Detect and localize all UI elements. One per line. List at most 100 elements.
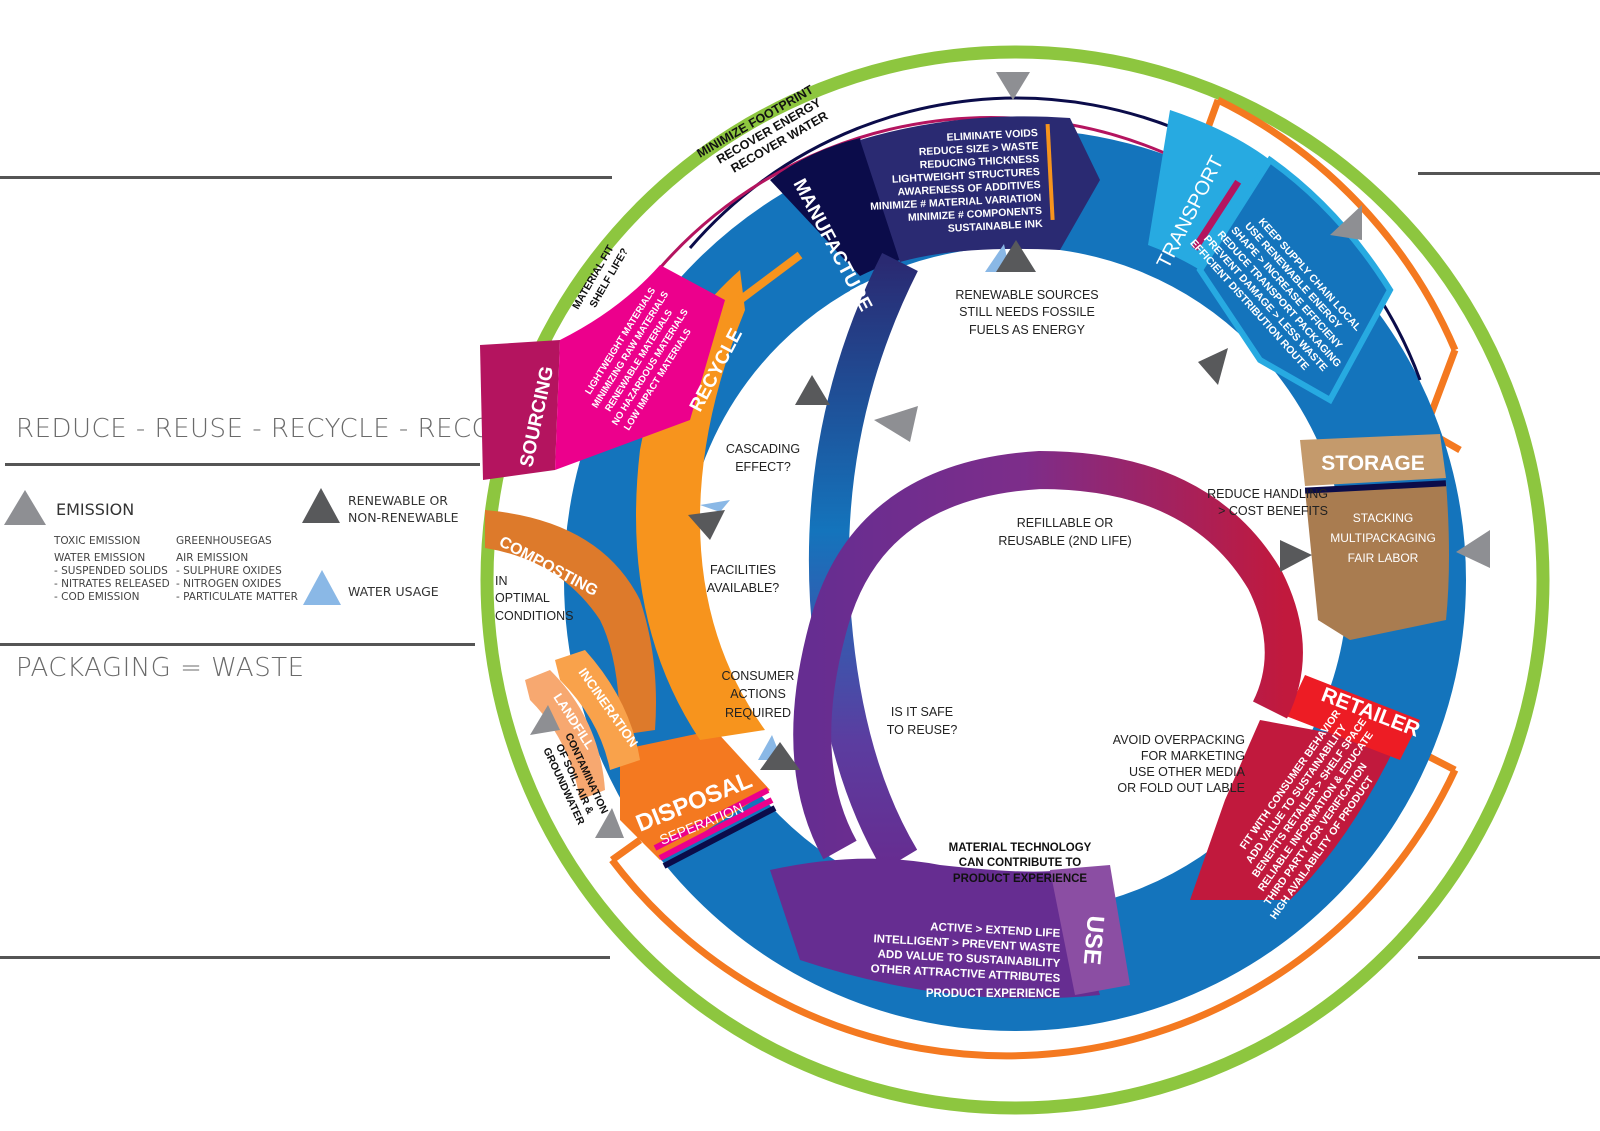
legend-renewable-label: RENEWABLE OR NON-RENEWABLE	[348, 492, 459, 526]
note-line: IN	[495, 574, 508, 588]
legend-text: RENEWABLE OR	[348, 493, 448, 508]
rule-bottom-left	[0, 956, 610, 959]
manufacture-block	[770, 138, 900, 276]
annotation-line: RENEWABLE SOURCES	[955, 288, 1098, 302]
annotation-line: USE OTHER MEDIA	[1129, 765, 1246, 779]
renewable-triangle-icon	[302, 488, 340, 523]
use-block	[770, 858, 1100, 999]
storage-divider	[1304, 480, 1447, 494]
annotation-line: MATERIAL TECHNOLOGY	[949, 842, 1092, 854]
annotation-line: FACILITIES	[710, 563, 776, 577]
annotation-line: AVAILABLE?	[707, 581, 780, 595]
annotation-line: AVOID OVERPACKING	[1113, 733, 1245, 747]
storage-header	[1300, 434, 1446, 486]
annotation-line: FUELS AS ENERGY	[969, 323, 1086, 337]
legend-text: - NITROGEN OXIDES	[176, 578, 282, 590]
rule-mid-2	[0, 643, 475, 646]
magenta-track-line	[658, 116, 1181, 269]
storage-item: FAIR LABOR	[1348, 551, 1419, 565]
renewable-triangle-recycle	[795, 375, 830, 405]
retailer-body	[1190, 720, 1396, 900]
annotation-renewable-sources: RENEWABLE SOURCES STILL NEEDS FOSSILE FU…	[955, 288, 1098, 337]
incineration-arrow	[555, 650, 640, 770]
use-item: PRODUCT EXPERIENCE	[926, 988, 1061, 1000]
legend-text: - NITRATES RELEASED	[54, 578, 170, 590]
storage-item: MULTIPACKAGING	[1330, 531, 1436, 545]
legend-text: - SUSPENDED SOLIDS	[54, 565, 168, 577]
manufacture-items-block	[860, 116, 1100, 262]
rule-mid-1	[5, 463, 480, 466]
heading-packaging-waste: PACKAGING = WASTE	[16, 653, 305, 683]
emission-triangle-landfill	[530, 705, 560, 735]
composting-arrow	[485, 510, 656, 735]
annotation-line: IS IT SAFE	[891, 705, 953, 719]
annotation-line: REFILLABLE OR	[1017, 516, 1114, 530]
annotation-consumer-actions: CONSUMER ACTIONS REQUIRED	[722, 669, 795, 720]
legend-text: AIR EMISSION	[176, 552, 249, 564]
recycle-connector	[737, 251, 803, 304]
renewable-triangle-manufacture	[996, 240, 1036, 272]
legend-water-label: WATER USAGE	[348, 584, 439, 599]
transport-bar	[1191, 179, 1242, 251]
annotation-line: > COST BENEFITS	[1218, 504, 1328, 518]
storage-items: STACKING MULTIPACKAGING FAIR LABOR	[1330, 511, 1436, 565]
annotation-reduce-handling: REDUCE HANDLING > COST BENEFITS	[1207, 487, 1328, 518]
emission-triangle-top	[996, 72, 1030, 100]
emission-triangle-transport	[1330, 205, 1362, 240]
water-triangle-facilities	[700, 500, 730, 512]
legend-text: GREENHOUSEGAS	[176, 535, 272, 547]
storage-label: STORAGE	[1321, 452, 1424, 475]
storage-body	[1305, 482, 1449, 640]
annotation-line: REUSABLE (2ND LIFE)	[998, 534, 1131, 548]
renewable-triangle-transport	[1198, 348, 1228, 385]
annotation-line: TO REUSE?	[887, 723, 958, 737]
annotation-line: REQUIRED	[725, 706, 791, 720]
manufacture-item: ELIMINATE VOIDS	[946, 127, 1038, 144]
legend-text: - SULPHURE OXIDES	[176, 565, 282, 577]
disposal-block	[620, 730, 770, 860]
renewable-triangle-storage	[1280, 540, 1312, 572]
legend-emission-label: EMISSION	[56, 500, 135, 519]
annotation-facilities: FACILITIES AVAILABLE?	[707, 563, 780, 595]
inner-reuse-ring	[793, 450, 1303, 860]
annotation-line: REDUCE HANDLING	[1207, 487, 1328, 501]
annotation-line: OR FOLD OUT LABLE	[1117, 781, 1245, 795]
annotation-line: PRODUCT EXPERIENCE	[953, 873, 1088, 885]
renewable-triangle-facilities	[688, 510, 725, 540]
emission-triangle-recycle	[874, 406, 918, 442]
annotation-line: ACTIONS	[730, 687, 786, 701]
manufacture-item: SUSTAINABLE INK	[948, 218, 1044, 235]
legend-text: NON-RENEWABLE	[348, 510, 459, 525]
legend-text: WATER EMISSION	[54, 552, 146, 564]
transport-block	[1148, 110, 1270, 270]
disposal-stripes	[653, 787, 774, 861]
legend-text: - PARTICULATE MATTER	[176, 591, 298, 603]
annotation-cascading: CASCADING EFFECT?	[726, 442, 800, 474]
annotation-refillable: REFILLABLE OR REUSABLE (2ND LIFE)	[998, 516, 1131, 548]
composting-note: IN OPTIMAL CONDITIONS	[495, 574, 573, 623]
annotation-is-it-safe: IS IT SAFE TO REUSE?	[887, 705, 958, 737]
orange-frame-arc	[609, 96, 1459, 1060]
annotation-material-technology: MATERIAL TECHNOLOGY CAN CONTRIBUTE TO PR…	[949, 842, 1092, 885]
manufacture-orange-bar	[1045, 123, 1055, 221]
emission-triangle-storage	[1456, 530, 1490, 568]
disposal-stripe-navy	[662, 805, 777, 869]
use-label: USE	[1078, 914, 1109, 966]
rule-top-left	[0, 176, 612, 179]
annotation-line: CAN CONTRIBUTE TO	[959, 857, 1082, 869]
rule-top-right	[1418, 172, 1600, 175]
note-line: OPTIMAL	[495, 591, 550, 605]
legend-emission-col2: GREENHOUSEGAS AIR EMISSION - SULPHURE OX…	[176, 535, 298, 604]
storage-item: STACKING	[1353, 511, 1413, 525]
emission-triangle-groundwater	[595, 808, 624, 838]
heading-reduce-reuse: REDUCE - REUSE - RECYCLE - RECOVER	[16, 414, 546, 444]
annotation-line: EFFECT?	[735, 460, 791, 474]
retailer-header	[1286, 675, 1420, 760]
emission-triangle-icon	[4, 490, 46, 525]
renewable-triangle-disposal	[760, 742, 800, 770]
annotation-line: CONSUMER	[722, 669, 795, 683]
legend-emission-col1: TOXIC EMISSION WATER EMISSION - SUSPENDE…	[54, 535, 170, 604]
legend-text: - COD EMISSION	[54, 591, 140, 603]
annotation-line: FOR MARKETING	[1141, 749, 1245, 763]
